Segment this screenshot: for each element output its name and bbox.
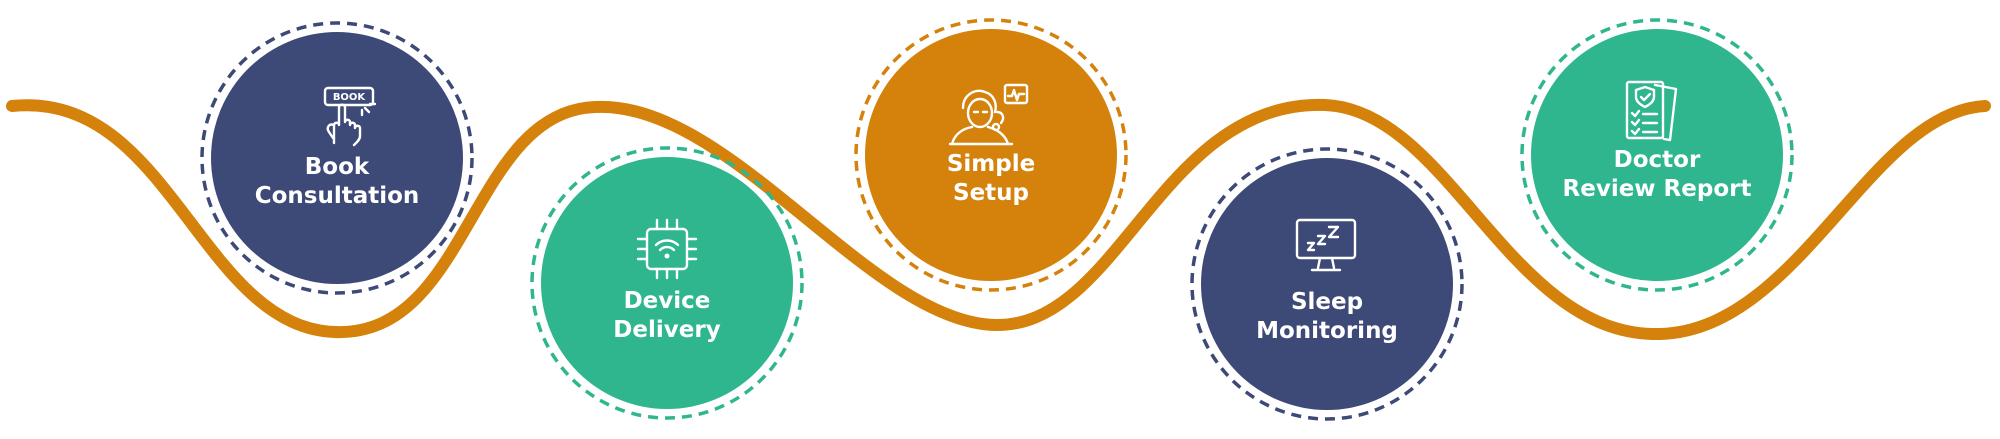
step-ring — [1190, 147, 1464, 421]
step-title-line-1: Device — [624, 288, 711, 314]
step-title-line-2: Delivery — [613, 317, 720, 343]
step-ring — [1520, 18, 1794, 292]
step-simple-setup: Simple Setup — [854, 18, 1128, 292]
step-title-line-2: Consultation — [255, 183, 420, 209]
step-circle — [541, 157, 793, 409]
step-doctor-review-report: Doctor Review Report — [1520, 18, 1794, 292]
step-device-delivery: Device Delivery — [530, 146, 804, 420]
step-ring — [530, 146, 804, 420]
book-button-hand-icon: BOOK — [323, 86, 377, 147]
sleeping-patient-monitor-icon — [948, 83, 1029, 146]
step-circle — [1531, 29, 1783, 281]
step-circle — [865, 29, 1117, 281]
step-title-line-2: Setup — [953, 180, 1029, 206]
step-title-line-1: Sleep — [1291, 289, 1363, 315]
report-checklist-shield-icon — [1625, 80, 1678, 142]
step-title-line-1: Book — [305, 154, 370, 180]
monitor-zzz-icon — [1295, 218, 1357, 272]
step-title-line-2: Review Report — [1563, 176, 1752, 202]
step-title-line-1: Simple — [947, 151, 1035, 177]
step-ring — [854, 18, 1128, 292]
step-circle — [1201, 158, 1453, 410]
wifi-chip-icon — [636, 218, 698, 280]
step-circle — [211, 32, 463, 284]
step-ring — [200, 21, 474, 295]
wave-connector — [6, 98, 1991, 341]
icon-book-text: BOOK — [333, 92, 367, 103]
step-title-line-1: Doctor — [1614, 147, 1701, 173]
step-sleep-monitoring: Sleep Monitoring — [1190, 147, 1464, 421]
step-book-consultation: BOOK Book Consultation — [200, 21, 474, 295]
step-title-line-2: Monitoring — [1256, 318, 1398, 344]
